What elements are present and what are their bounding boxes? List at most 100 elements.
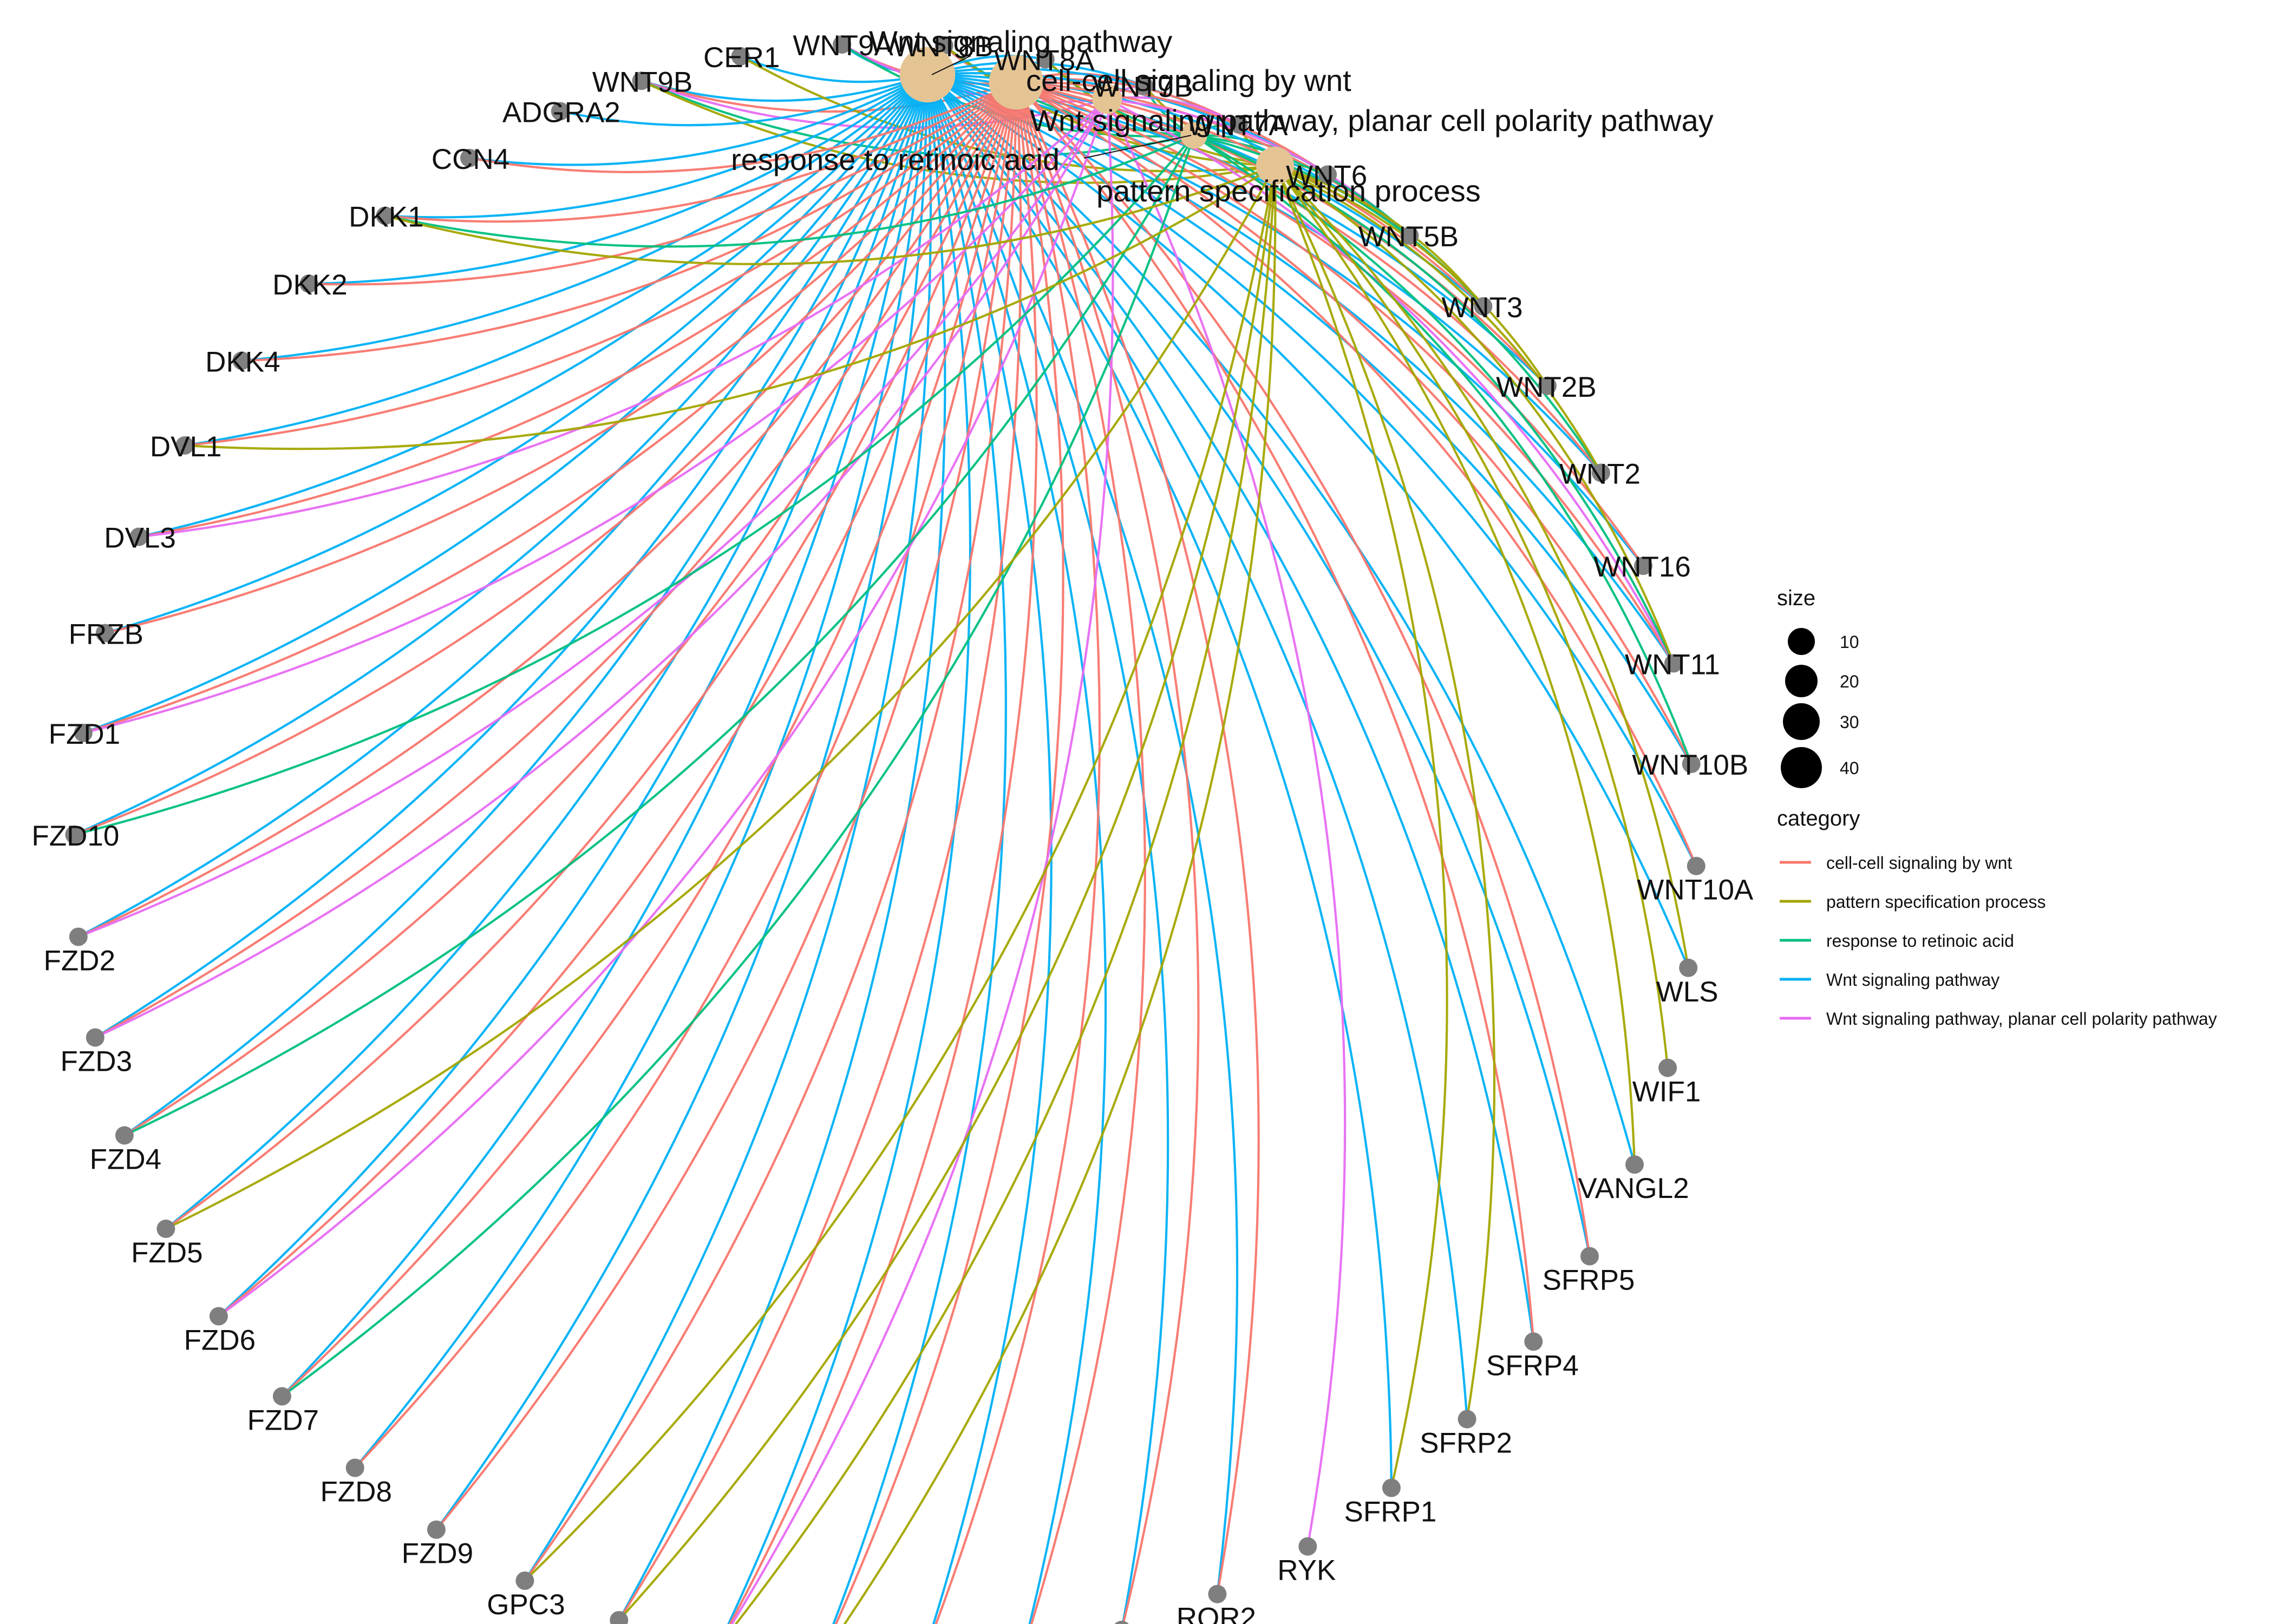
term-node-cell-cell-signaling-by-wnt — [989, 55, 1044, 110]
edge-lrp5-ccw — [618, 82, 1022, 1621]
edge-fzd10-rra — [74, 134, 1195, 836]
edge-fzd10-wnt — [74, 74, 929, 836]
edge-fzd1-ccw — [83, 81, 1017, 734]
edge-dkk4-ccw — [241, 81, 1017, 362]
gene-label-sfrp2: SFRP2 — [1420, 1427, 1512, 1459]
gene-label-fzd1: FZD1 — [49, 718, 121, 750]
edge-fzd3-wnt — [94, 74, 929, 1039]
term-leader-wnt-signaling-pathway — [931, 55, 971, 75]
gene-label-wls: WLS — [1656, 976, 1718, 1008]
edge-dvl3-wnt — [139, 74, 929, 538]
legend-size-label-40: 40 — [1840, 758, 1859, 778]
gene-node-wnt16 — [1634, 556, 1652, 575]
edge-lrp6-psp — [734, 165, 1277, 1624]
legend-size-dot-40 — [1781, 747, 1822, 788]
edge-gpc3-wnt — [524, 74, 932, 1582]
gene-label-frzb: FRZB — [69, 619, 143, 651]
edge-porcn-wnt — [926, 74, 1169, 1624]
gene-node-fzd8 — [345, 1458, 364, 1477]
edge-porcn-ccw — [1015, 82, 1200, 1624]
gene-label-sfrp1: SFRP1 — [1344, 1496, 1436, 1528]
edge-ryk-pcp — [1106, 99, 1347, 1547]
gene-label-wnt6: WNT6 — [1286, 160, 1367, 192]
edge-dkk1-rra — [384, 134, 1194, 248]
legend-size-dot-30 — [1783, 703, 1820, 740]
gene-node-ryk — [1298, 1537, 1317, 1556]
gene-label-fzd7: FZD7 — [247, 1404, 319, 1436]
gene-label-dvl1: DVL1 — [150, 431, 222, 463]
gene-label-wnt7b: WNT7B — [1093, 71, 1193, 103]
gene-label-wnt8b: WNT8B — [893, 31, 994, 63]
gene-label-vangl2: VANGL2 — [1578, 1173, 1689, 1204]
gene-node-dkk2 — [299, 274, 318, 293]
gene-node-cer1 — [731, 47, 750, 66]
edge-fzd8-ccw — [354, 82, 1018, 1469]
gene-label-wnt16: WNT16 — [1593, 551, 1691, 583]
edge-fzd2-wnt — [77, 74, 929, 938]
gene-node-dkk4 — [232, 351, 251, 370]
edge-fzd10-ccw — [74, 81, 1017, 836]
edge-fzd6-wnt — [218, 74, 929, 1317]
legend-category-label-cell-cell-signaling-by-wnt: cell-cell signaling by wnt — [1826, 853, 2012, 873]
gene-node-fzd10 — [65, 825, 84, 844]
edge-fzd6-ccw — [218, 82, 1018, 1318]
edge-ror2-ccw — [1015, 82, 1260, 1595]
edge-wnt10a-wnt — [927, 74, 1697, 867]
legend-category-label-pattern-specification-process: pattern specification process — [1826, 892, 2046, 912]
gene-node-fzd7 — [272, 1387, 291, 1406]
gene-label-ccn4: CCN4 — [432, 143, 509, 175]
edge-fzd5-ccw — [165, 82, 1017, 1230]
legend-category-label-wnt-signaling-pathway: Wnt signaling pathway — [1826, 970, 1999, 990]
gene-node-fzd2 — [69, 927, 88, 946]
edge-dkk1-wnt — [385, 74, 929, 219]
gene-label-cer1: CER1 — [703, 42, 780, 74]
gene-node-wnt6 — [1318, 165, 1337, 184]
gene-label-gpc3: GPC3 — [487, 1589, 565, 1621]
gene-label-wnt9a: WNT9A — [793, 30, 893, 62]
gene-node-dvl3 — [129, 527, 148, 546]
edge-nkd2-wnt — [926, 74, 1053, 1624]
legend-size-label-10: 10 — [1840, 632, 1859, 652]
edge-frzb-wnt — [104, 74, 929, 634]
gene-label-fzd3: FZD3 — [61, 1046, 133, 1078]
gene-label-dkk2: DKK2 — [272, 269, 347, 301]
gene-node-gpc3 — [515, 1571, 534, 1590]
edge-dvl1-ccw — [184, 81, 1017, 447]
edges-layer — [74, 43, 1697, 1624]
edge-wnt6-ccw — [1016, 81, 1329, 176]
gene-label-fzd9: FZD9 — [402, 1538, 474, 1570]
edge-wnt11-ccw — [1016, 81, 1675, 664]
edge-lrp5-psp — [618, 165, 1277, 1621]
edge-fzd7-rra — [281, 135, 1195, 1398]
edge-dvl1-wnt — [184, 74, 929, 447]
edge-wnt5b-ccw — [1016, 81, 1410, 237]
gene-label-adgra2: ADGRA2 — [502, 97, 620, 129]
gene-node-fzd1 — [74, 723, 93, 742]
edge-frzb-ccw — [104, 81, 1017, 634]
gene-node-sfrp5 — [1580, 1247, 1599, 1266]
edge-fzd3-pcp — [94, 98, 1108, 1039]
edge-fzd9-ccw — [435, 82, 1018, 1531]
edge-dvl1-psp — [185, 165, 1276, 450]
gene-node-fzd4 — [115, 1126, 134, 1145]
gene-node-wnt2 — [1591, 463, 1610, 482]
gene-label-wnt5b: WNT5B — [1358, 221, 1459, 253]
gene-node-fzd5 — [156, 1219, 175, 1238]
gene-node-wnt3 — [1474, 297, 1493, 316]
gene-node-sfrp2 — [1458, 1410, 1476, 1429]
gene-node-sfrp4 — [1524, 1332, 1543, 1351]
edge-ror2-wnt — [926, 74, 1239, 1594]
edge-sfrp4-ccw — [1015, 81, 1535, 1342]
edge-dkk2-ccw — [309, 81, 1017, 286]
edge-fzd9-wnt — [435, 74, 929, 1530]
edge-dkk1-psp — [384, 165, 1276, 265]
legend-category-label-response-to-retinoic-acid: response to retinoic acid — [1826, 931, 2014, 951]
gene-label-fzd6: FZD6 — [184, 1324, 256, 1356]
edge-wls-psp — [1274, 165, 1690, 968]
gene-node-dvl1 — [175, 436, 194, 455]
gene-label-dkk1: DKK1 — [349, 201, 423, 233]
nodes-layer — [65, 35, 1706, 1624]
edge-sfrp5-ccw — [1015, 81, 1591, 1256]
edge-wnt11-psp — [1274, 165, 1675, 664]
